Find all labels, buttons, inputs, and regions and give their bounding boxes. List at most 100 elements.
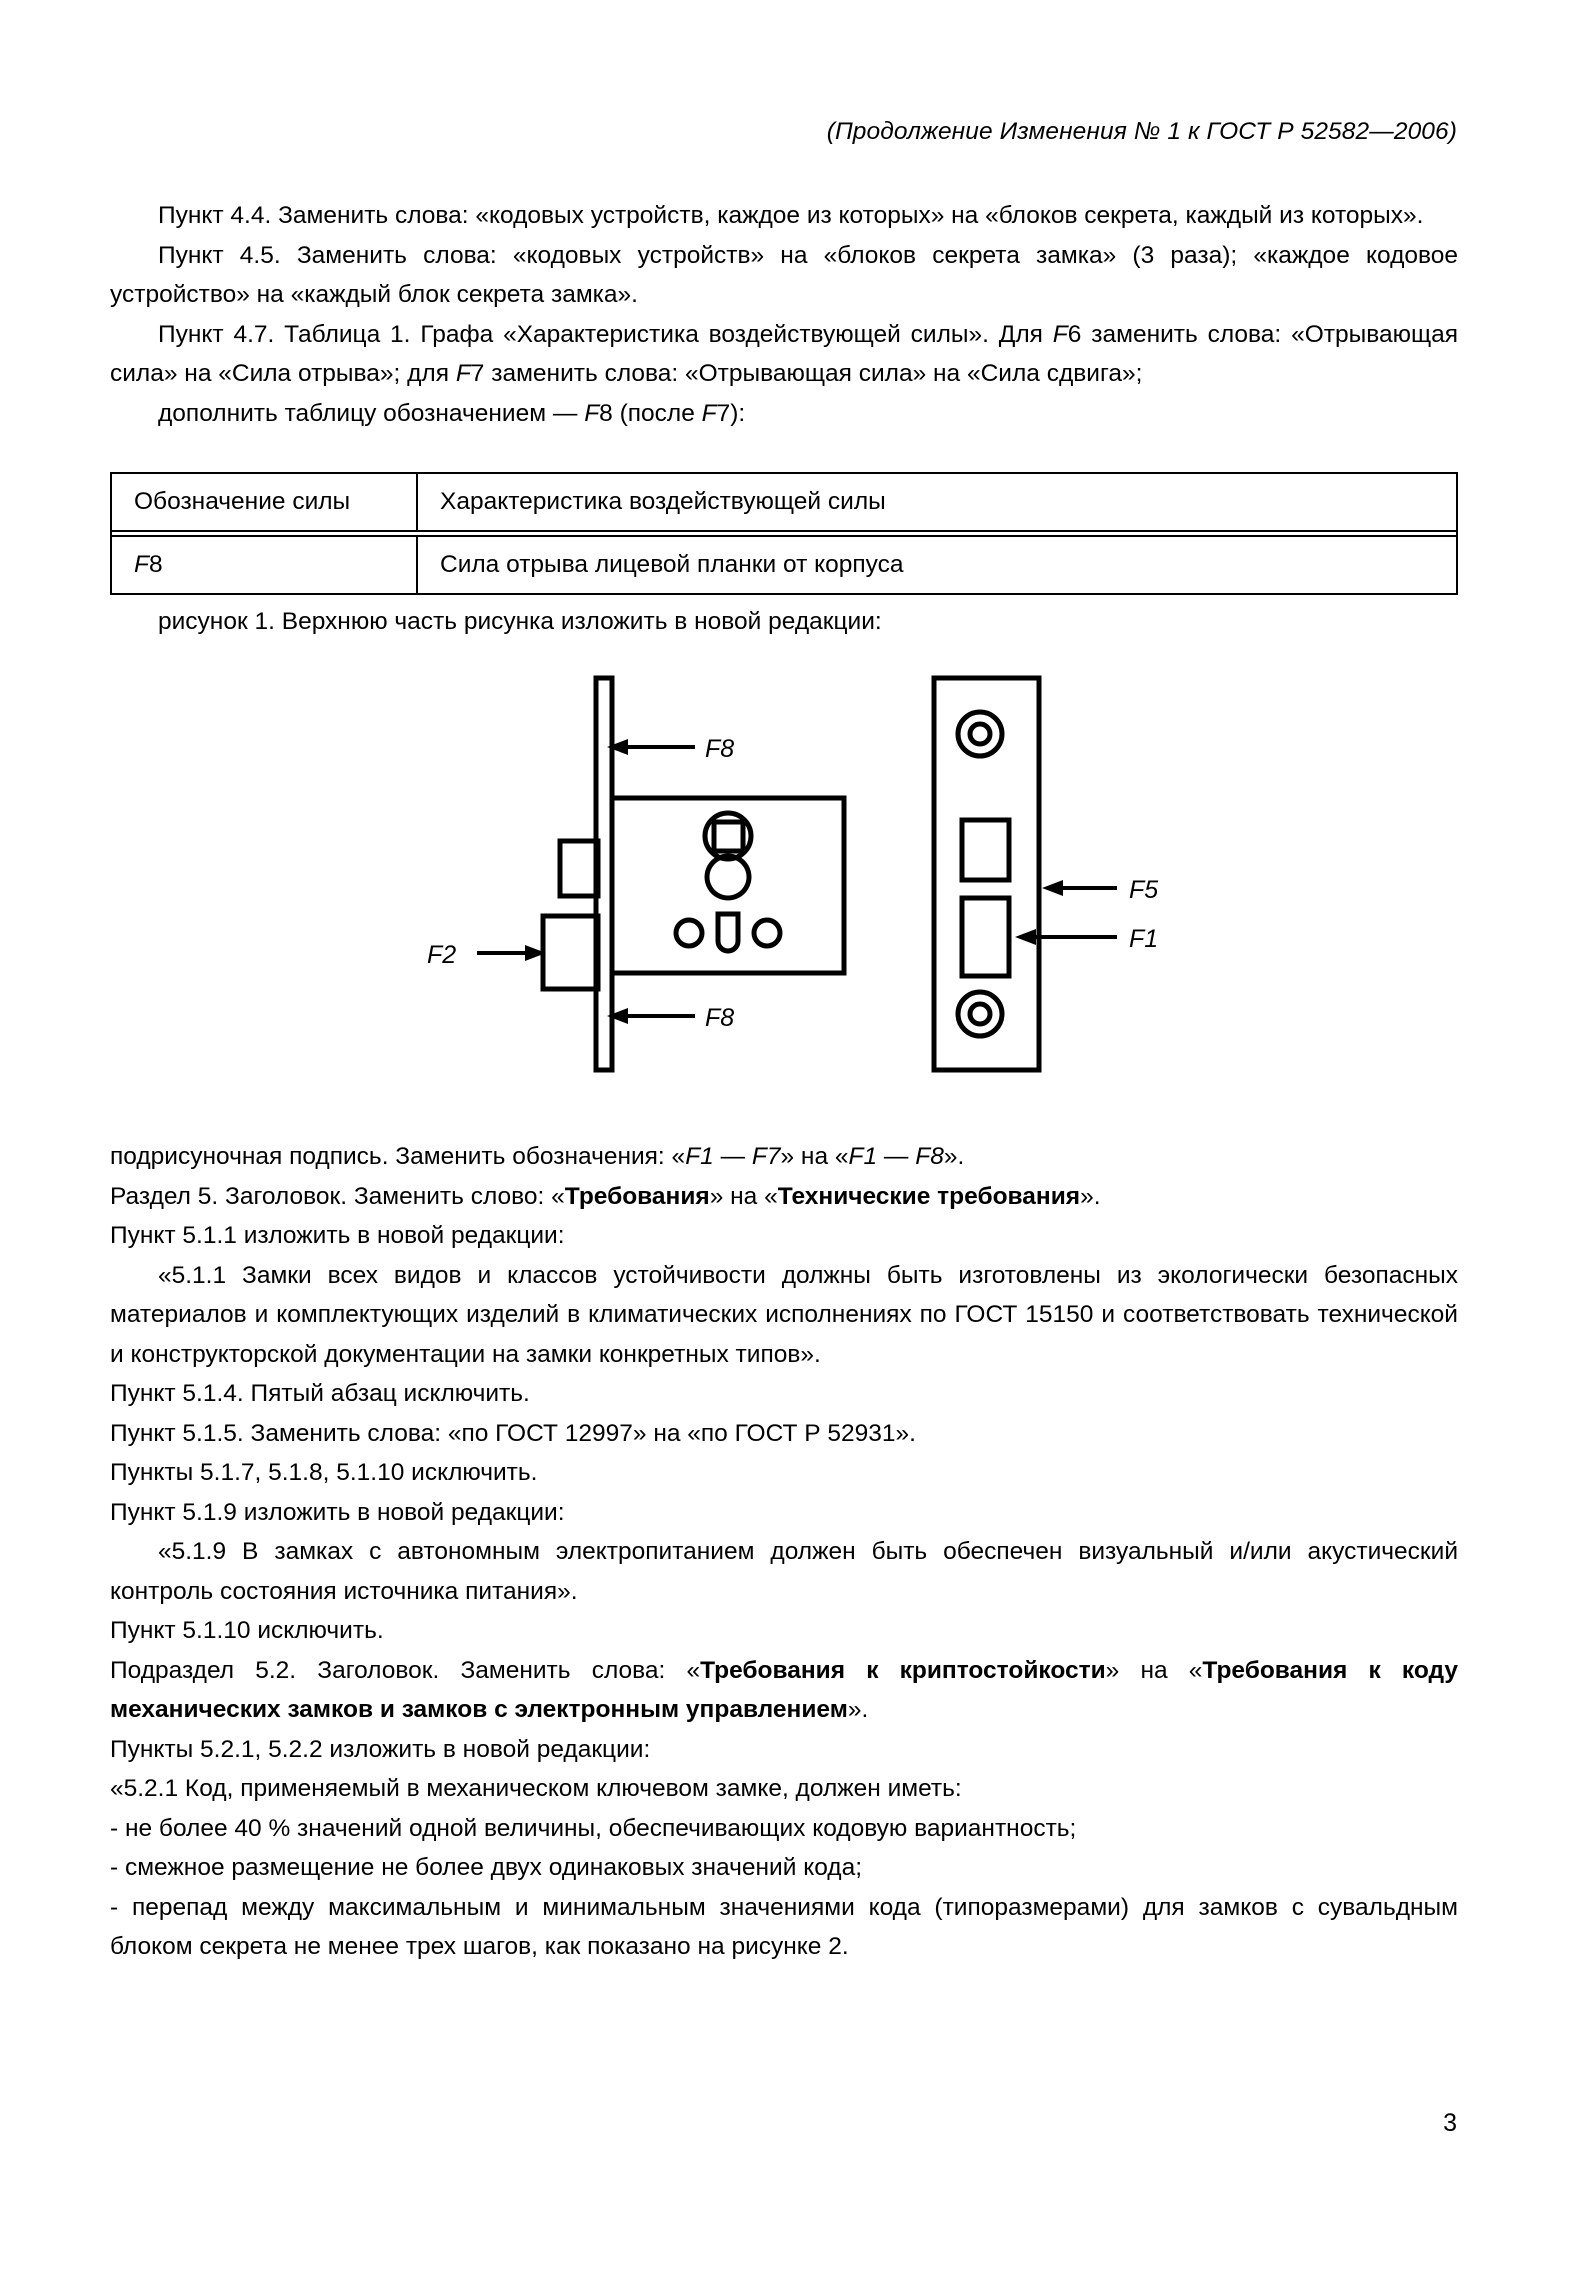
list-item-code-variance-text: - не более 40 % значений одной величины,…	[110, 1814, 1077, 1842]
subsection-5-2-c: ».	[847, 1696, 869, 1723]
faceplate-screw-hole-bottom-outer	[955, 989, 1005, 1039]
list-item-adjacent-placement: - смежное размещение не более двух одина…	[110, 1848, 1458, 1888]
caption-f1-old: F1	[685, 1143, 714, 1170]
faceplate-screw-hole-top-inner	[967, 721, 993, 747]
page-number: 3	[1443, 2109, 1457, 2137]
paragraph-5-1-7-8-10: Пункты 5.1.7, 5.1.8, 5.1.10 исключить.	[110, 1453, 1458, 1493]
section-5-a: Раздел 5. Заголовок. Заменить слово: «	[110, 1182, 565, 1210]
paragraph-table-addition: дополнить таблицу обозначением — F8 (пос…	[110, 394, 1458, 434]
caption-f1-new: F1	[848, 1143, 878, 1170]
text-block-bottom: подрисуночная подпись. Заменить обозначе…	[110, 1137, 1458, 1967]
paragraph-5-1-1-body: «5.1.1 Замки всех видов и классов устойч…	[110, 1256, 1458, 1375]
caption-replace-b: » на «	[780, 1143, 849, 1170]
text-block-top: Пункт 4.4. Заменить слова: «кодовых устр…	[110, 196, 1458, 433]
figure-intro-block: рисунок 1. Верхнюю часть рисунка изложит…	[110, 602, 1458, 642]
paragraph-section-5-title: Раздел 5. Заголовок. Заменить слово: «Тр…	[110, 1177, 1458, 1217]
table-header-cell-characteristic: Характеристика воздействующей силы	[440, 487, 886, 515]
paragraph-5-1-9-intro: Пункт 5.1.9 изложить в новой редакции:	[110, 1493, 1458, 1533]
force-symbol-f8: F	[584, 399, 600, 427]
force-designation-table: Обозначение силы Характеристика воздейст…	[110, 472, 1458, 595]
running-header: (Продолжение Изменения № 1 к ГОСТ Р 5258…	[826, 118, 1457, 145]
arrowhead-f8-top	[607, 739, 628, 755]
paragraph-4-5: Пункт 4.5. Заменить слова: «кодовых устр…	[110, 236, 1458, 315]
table-header-row: Обозначение силы Характеристика воздейст…	[112, 474, 1456, 532]
paragraph-4-4: Пункт 4.4. Заменить слова: «кодовых устр…	[110, 196, 1458, 236]
section-5-b: » на «	[709, 1182, 778, 1210]
paragraph-4-7-text-c: заменить слова: «Отрывающая сила» на «Си…	[484, 360, 1143, 387]
table-cell-description: Сила отрыва лицевой планки от корпуса	[440, 550, 904, 578]
force-symbol-f7-after: F	[701, 399, 717, 427]
force-number-f7-after: 7	[716, 399, 731, 427]
faceplate-screw-hole-bottom-inner	[967, 1001, 993, 1027]
table-double-rule-gap	[112, 532, 1456, 535]
euro-cylinder-keyhole	[704, 853, 752, 954]
table-addition-text-b: (после	[612, 399, 702, 427]
section-5-c: ».	[1080, 1182, 1101, 1210]
paragraph-5-1-7-8-10-text: Пункты 5.1.7, 5.1.8, 5.1.10 исключить.	[110, 1459, 538, 1486]
fixing-screw-hole-right	[751, 917, 783, 949]
paragraph-5-1-1-intro-text: Пункт 5.1.1 изложить в новой редакции:	[110, 1222, 565, 1249]
paragraph-5-1-10-text: Пункт 5.1.10 исключить.	[110, 1617, 384, 1644]
paragraph-5-1-1-body-text: «5.1.1 Замки всех видов и классов устойч…	[110, 1261, 1458, 1368]
paragraph-caption-replace: подрисуночная подпись. Заменить обозначе…	[110, 1137, 1458, 1177]
spindle-hole-circle	[702, 810, 754, 862]
force-number-f6: 6	[1067, 320, 1082, 348]
fixing-screw-hole-left	[673, 917, 705, 949]
figure-label-f5: F5	[1129, 876, 1158, 904]
paragraph-5-1-9-body: «5.1.9 В замках с автономным электропита…	[110, 1532, 1458, 1611]
faceplate-screw-hole-top-outer	[955, 709, 1005, 759]
caption-replace-a: подрисуночная подпись. Заменить обозначе…	[110, 1143, 686, 1170]
paragraph-5-2-1-body-text: «5.2.1 Код, применяемый в механическом к…	[110, 1775, 962, 1802]
paragraph-5-1-9-intro-text: Пункт 5.1.9 изложить в новой редакции:	[110, 1498, 565, 1526]
arrowhead-f2	[525, 945, 546, 961]
paragraph-5-2-intro-text: Пункты 5.2.1, 5.2.2 изложить в новой ред…	[110, 1735, 651, 1763]
paragraph-5-1-4-text: Пункт 5.1.4. Пятый абзац исключить.	[110, 1380, 530, 1407]
force-number-cell: 8	[148, 550, 163, 578]
paragraph-subsection-5-2-title: Подраздел 5.2. Заголовок. Заменить слова…	[110, 1651, 1458, 1730]
table-addition-text-c: ):	[730, 399, 746, 427]
paragraph-5-1-10: Пункт 5.1.10 исключить.	[110, 1611, 1458, 1651]
force-number-f7: 7	[470, 360, 485, 387]
paragraph-5-2-1-body: «5.2.1 Код, применяемый в механическом к…	[110, 1769, 1458, 1809]
arrowhead-f5	[1042, 880, 1063, 896]
figure-intro-text: рисунок 1. Верхнюю часть рисунка изложит…	[158, 608, 882, 635]
figure-label-f8-bottom: F8	[705, 1004, 734, 1032]
arrowhead-f8-bottom	[607, 1008, 628, 1024]
caption-f7-old: F7	[751, 1143, 781, 1170]
faceplate-latch-opening	[959, 817, 1012, 883]
list-item-adjacent-placement-text: - смежное размещение не более двух одина…	[110, 1854, 863, 1881]
latch-bolt-upper	[557, 838, 601, 899]
caption-replace-c: ».	[943, 1143, 965, 1170]
force-symbol-f6: F	[1052, 320, 1068, 348]
subsection-5-2-a: Подраздел 5.2. Заголовок. Заменить слова…	[110, 1656, 701, 1684]
figure-label-f8-top: F8	[705, 735, 734, 763]
force-symbol-cell: F	[134, 550, 149, 578]
paragraph-5-1-5: Пункт 5.1.5. Заменить слова: «по ГОСТ 12…	[110, 1414, 1458, 1454]
dead-bolt-lower	[540, 913, 601, 992]
paragraph-4-4-text: Пункт 4.4. Заменить слова: «кодовых устр…	[158, 202, 1424, 229]
force-number-f8: 8	[599, 399, 613, 427]
paragraph-4-7-text-b: заменить слова: «Отрывающая сила» на «Си…	[110, 320, 1458, 388]
section-5-bold-old: Требования	[564, 1182, 710, 1210]
paragraph-4-7-text-a: Пункт 4.7. Таблица 1. Графа «Характерист…	[158, 320, 1053, 348]
subsection-5-2-bold-old: Требования к криптостойкости	[700, 1656, 1106, 1684]
subsection-5-2-b: » на «	[1105, 1656, 1203, 1684]
paragraph-5-1-9-body-text: «5.1.9 В замках с автономным электропита…	[110, 1538, 1458, 1605]
faceplate-front-outline	[931, 675, 1042, 1073]
caption-dash-2: —	[877, 1143, 916, 1170]
paragraph-5-1-4: Пункт 5.1.4. Пятый абзац исключить.	[110, 1374, 1458, 1414]
figure-intro-paragraph: рисунок 1. Верхнюю часть рисунка изложит…	[110, 602, 1458, 642]
lock-case-body	[609, 795, 847, 976]
list-item-code-step-difference-text: - перепад между максимальным и минимальн…	[110, 1893, 1458, 1961]
caption-dash-1: —	[713, 1143, 752, 1170]
paragraph-5-1-1-intro: Пункт 5.1.1 изложить в новой редакции:	[110, 1216, 1458, 1256]
force-symbol-f7: F	[455, 360, 471, 387]
figure-label-f1: F1	[1129, 925, 1158, 953]
caption-f8-new: F8	[915, 1143, 944, 1170]
list-item-code-variance: - не более 40 % значений одной величины,…	[110, 1809, 1458, 1849]
paragraph-5-1-5-text: Пункт 5.1.5. Заменить слова: «по ГОСТ 12…	[110, 1419, 916, 1447]
lock-technical-drawing: F8 F8 F2 F5 F1	[400, 648, 1200, 1108]
